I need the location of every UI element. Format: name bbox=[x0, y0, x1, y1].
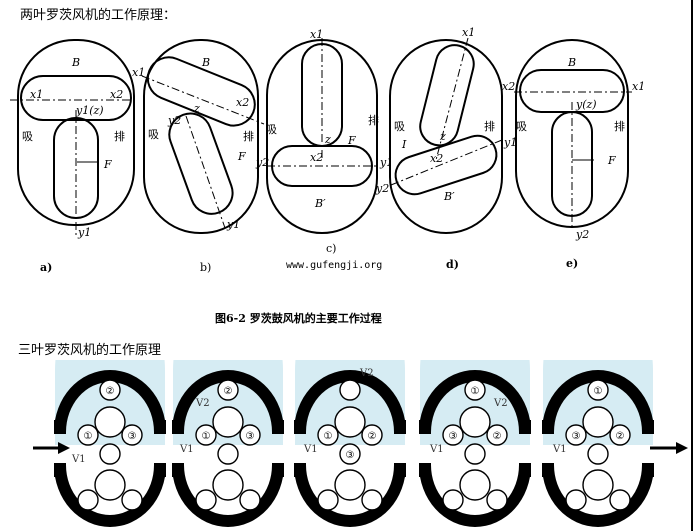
label-y1: y1 bbox=[226, 218, 240, 231]
two-lobe-diagram: B x1 x2 y1(z) y1 吸 排 F a) B x1 x2 z y2 y… bbox=[10, 26, 645, 274]
housing bbox=[143, 39, 259, 234]
panel-label: d) bbox=[446, 258, 459, 271]
label-B: B bbox=[71, 56, 80, 69]
label-suction: 吸 bbox=[22, 130, 33, 143]
label-B-prime: B′ bbox=[443, 190, 455, 203]
label-suction: 吸 bbox=[266, 123, 277, 136]
label-y: y1(z) bbox=[75, 104, 104, 117]
label-discharge: 排 bbox=[368, 113, 379, 127]
label-y1: y1 bbox=[503, 136, 517, 149]
panel-label: a) bbox=[40, 261, 52, 274]
volume-label: V2 bbox=[493, 398, 508, 409]
volume-label: V1 bbox=[552, 444, 567, 455]
label-y2: y2 bbox=[167, 114, 181, 127]
label-x1: x1 bbox=[632, 80, 645, 93]
lobe-number: ③ bbox=[346, 450, 355, 461]
label-y1: y1 bbox=[77, 226, 91, 239]
label-y1: y1 bbox=[379, 156, 393, 169]
label-B: B bbox=[567, 56, 576, 69]
lobe-number: ③ bbox=[449, 431, 458, 442]
label-B: B bbox=[201, 56, 210, 69]
label-y2: y2 bbox=[575, 228, 589, 241]
lobe-number: ③ bbox=[572, 431, 581, 442]
watermark: www.gufengji.org bbox=[286, 260, 383, 271]
lobe-number: ③ bbox=[128, 431, 137, 442]
label-suction: 吸 bbox=[148, 128, 159, 141]
inlet-arrow-icon bbox=[33, 442, 70, 454]
label-z: z bbox=[324, 133, 331, 146]
label-discharge: 排 bbox=[114, 129, 125, 143]
label-x2: x2 bbox=[236, 96, 249, 109]
lobe-upper bbox=[20, 75, 132, 121]
panel-label: c) bbox=[326, 242, 336, 255]
panel-c bbox=[266, 38, 378, 234]
label-discharge: 排 bbox=[614, 119, 625, 133]
volume-label: V1 bbox=[303, 444, 318, 455]
label-x1: x1 bbox=[132, 66, 145, 79]
lobe-number: ① bbox=[594, 386, 603, 397]
outlet-arrow-icon bbox=[650, 442, 688, 454]
label-z: z bbox=[193, 102, 200, 115]
lobe-lower bbox=[394, 134, 498, 196]
lobe-number: ① bbox=[202, 431, 211, 442]
lobe-number: ① bbox=[324, 431, 333, 442]
label-x1: x1 bbox=[30, 88, 43, 101]
panel-a bbox=[10, 39, 138, 238]
label-x2: x2 bbox=[310, 151, 323, 164]
housing bbox=[389, 39, 503, 234]
lobe-number: ② bbox=[616, 431, 625, 442]
label-z: z bbox=[439, 130, 446, 143]
label-x2: x2 bbox=[502, 80, 515, 93]
lobe-upper bbox=[419, 44, 475, 147]
lobe-number: ① bbox=[84, 431, 93, 442]
volume-label: V2 bbox=[359, 368, 374, 379]
lobe-number: ① bbox=[471, 386, 480, 397]
two-lobe-heading: 两叶罗茨风机的工作原理： bbox=[20, 8, 177, 23]
three-lobe-heading: 三叶罗茨风机的工作原理 bbox=[18, 343, 162, 358]
three-lobe-diagram: V1 V1 V2 V1 V2 V1 V2 V1 ① ② ③ ① ② ③ ① ② … bbox=[33, 360, 688, 528]
label-F: F bbox=[347, 134, 356, 147]
lobe-number: ③ bbox=[246, 431, 255, 442]
volume-label: V1 bbox=[429, 444, 444, 455]
label-y: y(z) bbox=[575, 98, 597, 111]
lobe-number: ② bbox=[493, 431, 502, 442]
label-y2: y2 bbox=[255, 156, 269, 169]
label-F: F bbox=[237, 150, 246, 163]
label-B-prime: B′ bbox=[314, 197, 326, 210]
label-x2: x2 bbox=[430, 152, 443, 165]
page-edge bbox=[691, 0, 693, 531]
label-discharge: 排 bbox=[243, 129, 254, 143]
volume-label: V1 bbox=[179, 444, 194, 455]
label-x2: x2 bbox=[110, 88, 123, 101]
panel-d bbox=[389, 37, 503, 234]
panel-e bbox=[514, 39, 632, 228]
label-suction: 吸 bbox=[394, 120, 405, 133]
panel-b bbox=[141, 39, 265, 234]
figure-caption: 图6-2 罗茨鼓风机的主要工作过程 bbox=[215, 312, 382, 325]
lobe-number: ② bbox=[106, 386, 115, 397]
label-discharge: 排 bbox=[484, 119, 495, 133]
panel-label: e) bbox=[566, 257, 578, 270]
volume-label: V1 bbox=[71, 454, 86, 465]
label-I: I bbox=[401, 138, 407, 151]
volume-label: V2 bbox=[195, 398, 210, 409]
lobe-number: ② bbox=[224, 386, 233, 397]
label-F: F bbox=[103, 158, 112, 171]
lobe-lower bbox=[168, 112, 234, 215]
lobe-number: ② bbox=[368, 431, 377, 442]
label-y2: y2 bbox=[375, 182, 389, 195]
label-x1: x1 bbox=[462, 26, 475, 39]
lobe-upper bbox=[146, 56, 256, 127]
label-F: F bbox=[607, 154, 616, 167]
label-x1: x1 bbox=[310, 28, 323, 41]
panel-label: b) bbox=[200, 261, 211, 274]
label-suction: 吸 bbox=[516, 120, 527, 133]
